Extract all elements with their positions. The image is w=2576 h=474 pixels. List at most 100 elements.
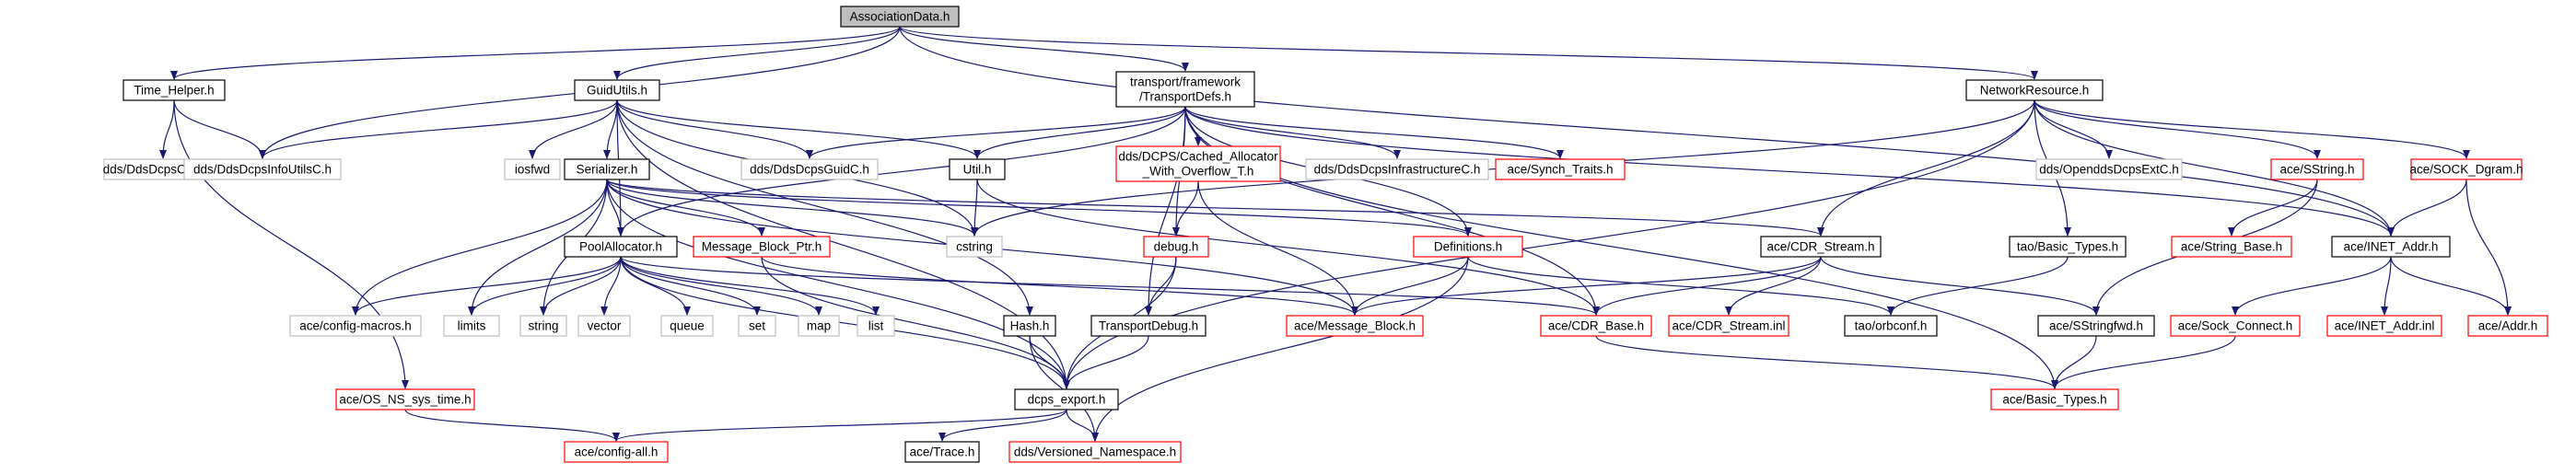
node-box-basictypesace — [1990, 388, 2119, 410]
node-box-vector — [577, 315, 631, 337]
node-msgblockptr[interactable]: Message_Block_Ptr.h — [693, 236, 831, 258]
node-debug[interactable]: debug.h — [1143, 236, 1209, 258]
edge-serializer-to-dcpsexport — [606, 179, 1070, 389]
node-label-debug-0: debug.h — [1154, 240, 1199, 254]
node-cachedalloc[interactable]: dds/DCPS/Cached_Allocator_With_Overflow_… — [1115, 145, 1281, 182]
edge-assoc-to-guidutils — [613, 26, 901, 80]
node-serializer[interactable]: Serializer.h — [564, 158, 650, 180]
node-label-cachedalloc-0: dds/DCPS/Cached_Allocator — [1118, 150, 1278, 164]
node-box-inetaddrinl — [2326, 315, 2442, 337]
node-box-transportdefs — [1115, 71, 1255, 108]
node-box-assoc — [840, 6, 960, 28]
node-inetaddrinl[interactable]: ace/INET_Addr.inl — [2326, 315, 2442, 337]
node-set[interactable]: set — [738, 315, 776, 337]
node-netres[interactable]: NetworkResource.h — [1965, 79, 2104, 101]
node-box-debug — [1143, 236, 1209, 258]
node-label-msgblock-0: ace/Message_Block.h — [1294, 319, 1416, 333]
node-label-hashh-0: Hash.h — [1010, 319, 1050, 333]
node-definitions[interactable]: Definitions.h — [1413, 236, 1523, 258]
node-box-cstring — [946, 236, 1003, 258]
edge-timehelper-to-osnssystime — [173, 99, 409, 389]
node-box-serializer — [564, 158, 650, 180]
node-map[interactable]: map — [798, 315, 840, 337]
node-sockdgram[interactable]: ace/SOCK_Dgram.h — [2409, 158, 2524, 180]
edge-serializer-to-limits — [468, 179, 608, 316]
node-synchtraits[interactable]: ace/Synch_Traits.h — [1495, 158, 1626, 180]
node-iosfwd[interactable]: iosfwd — [504, 158, 561, 180]
node-label-transportdefs-1: /TransportDefs.h — [1139, 90, 1231, 104]
node-basictypestao[interactable]: tao/Basic_Types.h — [2009, 236, 2127, 258]
node-addrh[interactable]: ace/Addr.h — [2467, 315, 2548, 337]
node-infrac[interactable]: dds/DdsDcpsInfrastructureC.h — [1305, 158, 1489, 180]
node-cdrbase[interactable]: ace/CDR_Base.h — [1540, 315, 1652, 337]
node-cdrstreaminl[interactable]: ace/CDR_Stream.inl — [1668, 315, 1789, 337]
node-list[interactable]: list — [857, 315, 895, 337]
node-box-cdrstream — [1760, 236, 1882, 258]
node-label-basictypestao-0: tao/Basic_Types.h — [2017, 240, 2118, 254]
node-sstring[interactable]: ace/SString.h — [2270, 158, 2364, 180]
node-box-addrh — [2467, 315, 2548, 337]
node-box-configall — [564, 441, 669, 463]
node-queue[interactable]: queue — [660, 315, 714, 337]
node-versionedns[interactable]: dds/Versioned_Namespace.h — [1008, 441, 1182, 463]
node-box-utilh — [949, 158, 1006, 180]
node-guidutils[interactable]: GuidUtils.h — [574, 79, 660, 101]
node-osnssystime[interactable]: ace/OS_NS_sys_time.h — [335, 388, 475, 410]
edge-timehelper-to-corec — [159, 99, 175, 159]
node-cstring[interactable]: cstring — [946, 236, 1003, 258]
node-dcpsexport[interactable]: dcps_export.h — [1014, 388, 1119, 410]
node-utilh[interactable]: Util.h — [949, 158, 1006, 180]
node-box-configmacros — [289, 315, 422, 337]
node-basictypesace[interactable]: ace/Basic_Types.h — [1990, 388, 2119, 410]
node-box-msgblockptr — [693, 236, 831, 258]
edge-poolalloc-to-vector — [600, 256, 622, 316]
node-limits[interactable]: limits — [443, 315, 500, 337]
node-trace[interactable]: ace/Trace.h — [904, 441, 980, 463]
node-label-poolalloc-0: PoolAllocator.h — [579, 240, 662, 254]
node-label-set-0: set — [749, 319, 765, 333]
edge-cdrstream-to-sstringfwd — [1820, 256, 2100, 316]
node-orbconf[interactable]: tao/orbconf.h — [1844, 315, 1938, 337]
edge-poolalloc-to-cdrbase — [620, 256, 1600, 316]
node-inetaddr[interactable]: ace/INET_Addr.h — [2331, 236, 2451, 258]
node-box-sockdgram — [2410, 158, 2523, 180]
node-configall[interactable]: ace/config-all.h — [564, 441, 669, 463]
edge-inetaddr-to-inetaddrinl — [2381, 256, 2392, 316]
node-box-set — [738, 315, 776, 337]
node-label-cdrstreaminl-0: ace/CDR_Stream.inl — [1672, 319, 1785, 333]
node-timehelper[interactable]: Time_Helper.h — [122, 79, 226, 101]
edge-transportdebug-to-dcpsexport — [1063, 335, 1149, 389]
node-box-iosfwd — [504, 158, 561, 180]
node-box-osnssystime — [335, 388, 475, 410]
node-guidc[interactable]: dds/DdsDcpsGuidC.h — [740, 158, 879, 180]
node-box-cdrbase — [1540, 315, 1652, 337]
edge-osnssystime-to-configall — [404, 409, 620, 442]
node-opendds[interactable]: dds/OpenddsDcpsExtC.h — [2035, 158, 2183, 180]
node-transportdefs[interactable]: transport/framework/TransportDefs.h — [1115, 71, 1255, 108]
edge-serializer-to-cdrstream — [606, 179, 1824, 237]
node-sstringfwd[interactable]: ace/SStringfwd.h — [2037, 315, 2155, 337]
node-label-netres-0: NetworkResource.h — [1980, 84, 2090, 98]
edge-utilh-to-cstring — [971, 179, 979, 237]
node-label-cdrbase-0: ace/CDR_Base.h — [1548, 319, 1644, 333]
node-poolalloc[interactable]: PoolAllocator.h — [564, 236, 678, 258]
node-stringbase[interactable]: ace/String_Base.h — [2171, 236, 2292, 258]
node-label-limits-0: limits — [458, 319, 486, 333]
node-vector[interactable]: vector — [577, 315, 631, 337]
edge-netres-to-opendds — [2034, 99, 2113, 159]
node-infoutilsc[interactable]: dds/DdsDcpsInfoUtilsC.h — [183, 158, 342, 180]
node-transportdebug[interactable]: TransportDebug.h — [1090, 315, 1206, 337]
node-hashh[interactable]: Hash.h — [1003, 315, 1056, 337]
edge-dcpsexport-to-configall — [612, 409, 1067, 442]
node-cdrstream[interactable]: ace/CDR_Stream.h — [1760, 236, 1882, 258]
node-assoc[interactable]: AssociationData.h — [840, 6, 960, 28]
node-sockconnect[interactable]: ace/Sock_Connect.h — [2170, 315, 2301, 337]
node-box-sstring — [2270, 158, 2364, 180]
node-msgblock[interactable]: ace/Message_Block.h — [1286, 315, 1424, 337]
edge-cdrstream-to-cdrbase — [1592, 256, 1822, 316]
node-configmacros[interactable]: ace/config-macros.h — [289, 315, 422, 337]
node-box-guidutils — [574, 79, 660, 101]
node-label-inetaddr-0: ace/INET_Addr.h — [2344, 240, 2439, 254]
node-string[interactable]: string — [519, 315, 567, 337]
